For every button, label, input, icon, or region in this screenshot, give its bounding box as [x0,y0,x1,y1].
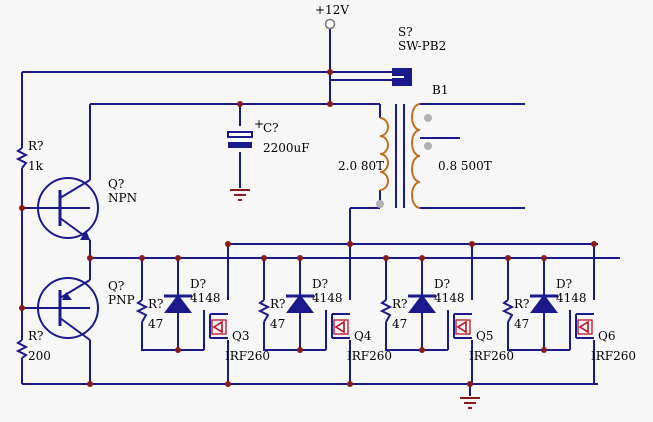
stage-diode-ref: D? [556,277,572,291]
stage-diode-value: 4148 [556,291,587,305]
stage-mosfet-ref: Q5 [476,329,493,343]
stage-diode-ref: D? [190,277,206,291]
capacitor-symbol: + [227,117,264,148]
transistor-1-ref: Q? [108,177,124,191]
stage-mosfet-value: IRF260 [469,349,514,363]
ground-symbol-cap [230,189,250,201]
supply-terminal [324,18,336,30]
stage-resistor-value: 47 [514,317,529,331]
switch-value: SW-PB2 [398,39,446,53]
ground-symbol-main [460,397,480,409]
transformer-secondary: 0.8 500T [438,159,492,173]
stage-resistor-ref: R? [514,297,529,311]
switch-symbol [392,68,412,86]
resistor-200-symbol [15,339,29,359]
stage-mosfet-ref: Q3 [232,329,249,343]
supply-label: +12V [315,3,349,17]
resistor-1-ref: R? [28,139,43,153]
stage-resistor-ref: R? [148,297,163,311]
driver-stages: R?47D?4148Q3IRF260R?47D?4148Q4IRF260R?47… [135,241,636,384]
transistor-1-type: NPN [108,191,137,205]
stage-diode-value: 4148 [434,291,465,305]
svg-text:+: + [254,117,264,131]
resistor-2-value: 200 [28,349,51,363]
transformer-ref: B1 [432,83,448,97]
resistor-1k-symbol [15,147,29,169]
stage-diode-value: 4148 [190,291,221,305]
pnp-transistor-symbol [22,277,99,341]
stage-resistor-value: 47 [148,317,163,331]
switch-ref: S? [398,25,413,39]
stage-mosfet-value: IRF260 [591,349,636,363]
stage-diode-ref: D? [434,277,450,291]
resistor-2-ref: R? [28,329,43,343]
transistor-2-type: PNP [108,293,135,307]
stage-mosfet-value: IRF260 [347,349,392,363]
stage-mosfet-value: IRF260 [225,349,270,363]
stage-resistor-ref: R? [270,297,285,311]
stage-diode-value: 4148 [312,291,343,305]
stage-mosfet-ref: Q4 [354,329,372,343]
transformer-primary: 2.0 80T [338,159,384,173]
capacitor-ref: C? [263,121,279,135]
stage-resistor-value: 47 [392,317,407,331]
npn-transistor-symbol [22,177,99,241]
stage-resistor-value: 47 [270,317,285,331]
stage-resistor-ref: R? [392,297,407,311]
resistor-1-value: 1k [28,159,44,173]
stage-diode-ref: D? [312,277,328,291]
transformer-symbol [376,103,432,209]
junction-dots [19,69,473,387]
stage-mosfet-ref: Q6 [598,329,615,343]
capacitor-value: 2200uF [263,141,310,155]
transistor-2-ref: Q? [108,279,124,293]
